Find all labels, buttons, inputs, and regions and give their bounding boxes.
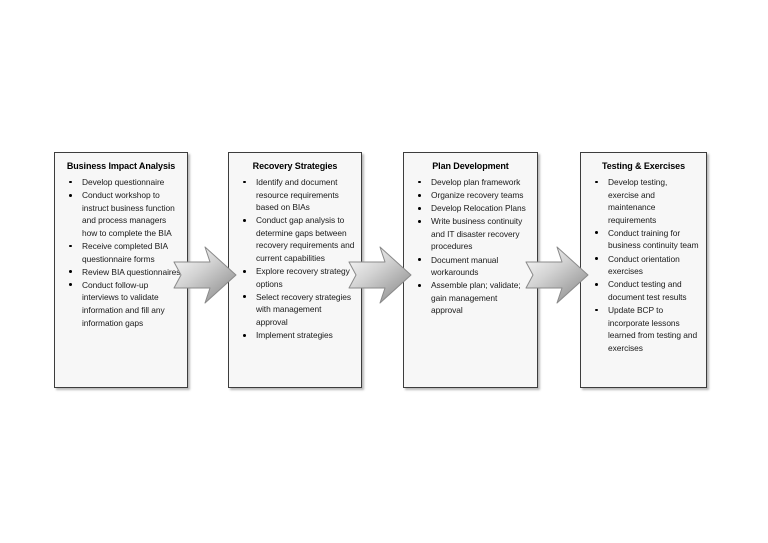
list-item: Develop plan framework bbox=[410, 176, 531, 189]
stage-title: Recovery Strategies bbox=[252, 161, 338, 171]
list-item-text: Develop plan framework bbox=[431, 177, 521, 187]
connector-arrow-1 bbox=[172, 243, 238, 307]
list-item-text: Conduct gap analysis to determine gaps b… bbox=[256, 215, 355, 264]
list-item-text: Write business continuity and IT disaste… bbox=[431, 216, 523, 252]
stage-bullet-list: Develop questionnaire Conduct workshop t… bbox=[61, 176, 181, 329]
stage-content: Recovery Strategies Identify and documen… bbox=[229, 153, 361, 346]
list-item-text: Select recovery strategies with manageme… bbox=[256, 291, 352, 328]
bullet-dot-icon bbox=[69, 180, 72, 184]
process-stage-testing-and-exercises[interactable]: Testing & Exercises Develop testing, exe… bbox=[580, 152, 707, 388]
list-item-text: Receive completed BIA questionnaire form… bbox=[82, 240, 168, 264]
bullet-dot-icon bbox=[418, 193, 421, 197]
list-item: Conduct orientation exercises bbox=[587, 253, 700, 278]
bullet-dot-icon bbox=[595, 282, 598, 286]
list-item: Update BCP to incorporate lessons learne… bbox=[587, 304, 700, 354]
list-item: Develop questionnaire bbox=[61, 176, 181, 189]
bullet-dot-icon bbox=[418, 206, 421, 210]
list-item: Conduct workshop to instruct business fu… bbox=[61, 189, 181, 239]
list-item: Implement strategies bbox=[235, 329, 355, 342]
list-item: Select recovery strategies with manageme… bbox=[235, 291, 355, 329]
bullet-dot-icon bbox=[243, 333, 246, 337]
list-item-text: Conduct workshop to instruct business fu… bbox=[82, 190, 175, 238]
bullet-dot-icon bbox=[243, 269, 246, 273]
list-item: Assemble plan; validate; gain management… bbox=[410, 279, 531, 317]
list-item-text: Assemble plan; validate; gain management… bbox=[431, 280, 521, 316]
stage-content: Business Impact Analysis Develop questio… bbox=[55, 153, 187, 334]
bullet-dot-icon bbox=[595, 308, 598, 312]
connector-arrow-2 bbox=[347, 243, 413, 307]
stage-title: Business Impact Analysis bbox=[66, 161, 176, 171]
list-item: Conduct testing and document test result… bbox=[587, 278, 700, 303]
list-item-text: Review BIA questionnaires bbox=[82, 266, 181, 277]
process-stage-recovery-strategies[interactable]: Recovery Strategies Identify and documen… bbox=[228, 152, 362, 388]
bullet-dot-icon bbox=[418, 258, 421, 262]
list-item: Organize recovery teams bbox=[410, 189, 531, 202]
right-arrow-icon bbox=[348, 246, 412, 304]
list-item-text: Document manual workarounds bbox=[431, 254, 499, 278]
bullet-dot-icon bbox=[69, 270, 72, 274]
bullet-dot-icon bbox=[595, 257, 598, 261]
stage-content: Testing & Exercises Develop testing, exe… bbox=[581, 153, 706, 359]
bullet-dot-icon bbox=[69, 193, 72, 197]
bullet-dot-icon bbox=[243, 218, 246, 222]
stage-title: Plan Development bbox=[432, 161, 509, 171]
bullet-dot-icon bbox=[418, 283, 421, 287]
list-item: Document manual workarounds bbox=[410, 254, 531, 279]
right-arrow-icon bbox=[173, 246, 237, 304]
list-item-text: Conduct testing and document test result… bbox=[608, 279, 687, 302]
bullet-dot-icon bbox=[69, 283, 72, 287]
list-item: Conduct training for business continuity… bbox=[587, 227, 700, 252]
right-arrow-icon bbox=[525, 246, 589, 304]
list-item-text: Develop questionnaire bbox=[82, 177, 165, 187]
list-item: Write business continuity and IT disaste… bbox=[410, 215, 531, 253]
stage-title: Testing & Exercises bbox=[602, 161, 685, 171]
list-item: Identify and document resource requireme… bbox=[235, 176, 355, 214]
list-item-text: Develop Relocation Plans bbox=[431, 203, 526, 214]
list-item-text: Organize recovery teams bbox=[431, 190, 524, 201]
list-item: Explore recovery strategy options bbox=[235, 265, 355, 290]
stage-bullet-list: Develop testing, exercise and maintenanc… bbox=[587, 176, 700, 354]
connector-arrow-3 bbox=[524, 243, 590, 307]
list-item-text: Conduct orientation exercises bbox=[608, 253, 680, 277]
bullet-dot-icon bbox=[69, 244, 72, 248]
list-item-text: Conduct follow-up interviews to validate… bbox=[82, 279, 165, 328]
bullet-dot-icon bbox=[595, 231, 598, 235]
bullet-dot-icon bbox=[243, 180, 246, 184]
bullet-dot-icon bbox=[418, 219, 421, 223]
bullet-dot-icon bbox=[595, 180, 598, 184]
list-item-text: Explore recovery strategy options bbox=[256, 266, 350, 289]
stage-bullet-list: Develop plan framework Organize recovery… bbox=[410, 176, 531, 317]
process-stage-plan-development[interactable]: Plan Development Develop plan framework … bbox=[403, 152, 538, 388]
stage-content: Plan Development Develop plan framework … bbox=[404, 153, 537, 322]
list-item: Develop Relocation Plans bbox=[410, 202, 531, 215]
list-item-text: Conduct training for business continuity… bbox=[608, 227, 699, 251]
list-item: Review BIA questionnaires bbox=[61, 266, 181, 279]
list-item: Conduct gap analysis to determine gaps b… bbox=[235, 214, 355, 264]
stage-bullet-list: Identify and document resource requireme… bbox=[235, 176, 355, 342]
list-item: Receive completed BIA questionnaire form… bbox=[61, 240, 181, 265]
list-item-text: Identify and document resource requireme… bbox=[256, 177, 339, 213]
list-item: Develop testing, exercise and maintenanc… bbox=[587, 176, 700, 226]
bullet-dot-icon bbox=[418, 180, 421, 184]
process-stage-business-impact-analysis[interactable]: Business Impact Analysis Develop questio… bbox=[54, 152, 188, 388]
list-item-text: Develop testing, exercise and maintenanc… bbox=[608, 177, 668, 225]
bullet-dot-icon bbox=[243, 295, 246, 299]
list-item-text: Implement strategies bbox=[256, 330, 333, 341]
list-item: Conduct follow-up interviews to validate… bbox=[61, 279, 181, 329]
list-item-text: Update BCP to incorporate lessons learne… bbox=[608, 304, 698, 353]
